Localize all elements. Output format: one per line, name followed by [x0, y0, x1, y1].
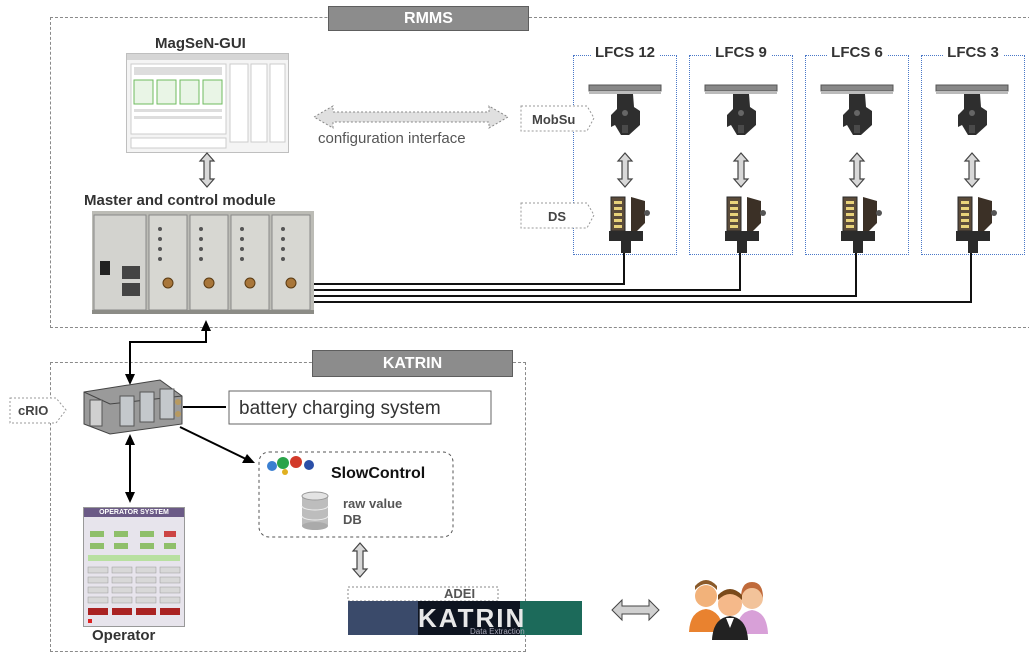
adei-box — [347, 586, 499, 602]
master-control-module-picture — [92, 211, 314, 314]
operator-panel-title: OPERATOR SYSTEM — [84, 508, 184, 517]
mobsu-tag: MobSu — [520, 105, 595, 132]
lfcs-box-3: LFCS 3 — [921, 44, 1025, 255]
crio-device — [83, 379, 183, 435]
crio-tag: cRIO — [9, 397, 67, 424]
lfcs-label-3: LFCS 3 — [943, 44, 1003, 61]
slowcontrol-logo-icon — [267, 456, 314, 475]
lfcs-12-sensors — [588, 84, 662, 254]
crio-slowcontrol-arrow — [179, 426, 249, 461]
lfcs-box-9: LFCS 9 — [689, 44, 793, 255]
katrin-logo: KATRIN Data Extraction — [348, 601, 582, 636]
gui-label: MagSeN-GUI — [155, 35, 246, 52]
adei-label: ADEI — [444, 586, 475, 601]
rmms-region — [50, 17, 1029, 328]
lfcs-6-sensors — [820, 84, 894, 254]
config-label: configuration interface — [318, 130, 466, 147]
ds-label: DS — [548, 209, 566, 224]
operator-label: Operator — [92, 627, 156, 644]
db-label-1: raw value — [343, 496, 402, 511]
katrin-header: KATRIN — [312, 350, 513, 377]
battery-box — [228, 390, 492, 425]
lfcs-3-sensors — [935, 84, 1009, 254]
ds-cables — [314, 253, 972, 303]
rmms-header: RMMS — [328, 6, 529, 31]
db-label-2: DB — [343, 512, 362, 527]
ds-tag: DS — [520, 202, 595, 229]
operator-panel: OPERATOR SYSTEM — [83, 507, 185, 627]
users-icon — [689, 580, 768, 640]
lfcs-box-6: LFCS 6 — [805, 44, 909, 255]
database-icon — [301, 491, 329, 530]
crio-label: cRIO — [18, 403, 48, 418]
gui-master-arrow — [199, 152, 215, 188]
master-crio-link — [129, 323, 207, 380]
mobsu-label: MobSu — [532, 112, 575, 127]
adei-users-arrow — [611, 598, 660, 622]
magsen-gui-screenshot — [126, 53, 289, 153]
battery-label: battery charging system — [239, 398, 441, 419]
lfcs-label-9: LFCS 9 — [711, 44, 771, 61]
lfcs-label-6: LFCS 6 — [827, 44, 887, 61]
lfcs-label-12: LFCS 12 — [590, 44, 659, 61]
katrin-region — [50, 362, 526, 652]
svg-text:KATRIN: KATRIN — [418, 603, 526, 633]
slowcontrol-adei-arrow — [352, 542, 368, 578]
master-label: Master and control module — [84, 192, 276, 209]
lfcs-9-sensors — [704, 84, 778, 254]
svg-text:Data Extraction: Data Extraction — [470, 627, 525, 636]
slowcontrol-title: SlowControl — [331, 465, 425, 482]
config-arrow — [313, 105, 509, 129]
